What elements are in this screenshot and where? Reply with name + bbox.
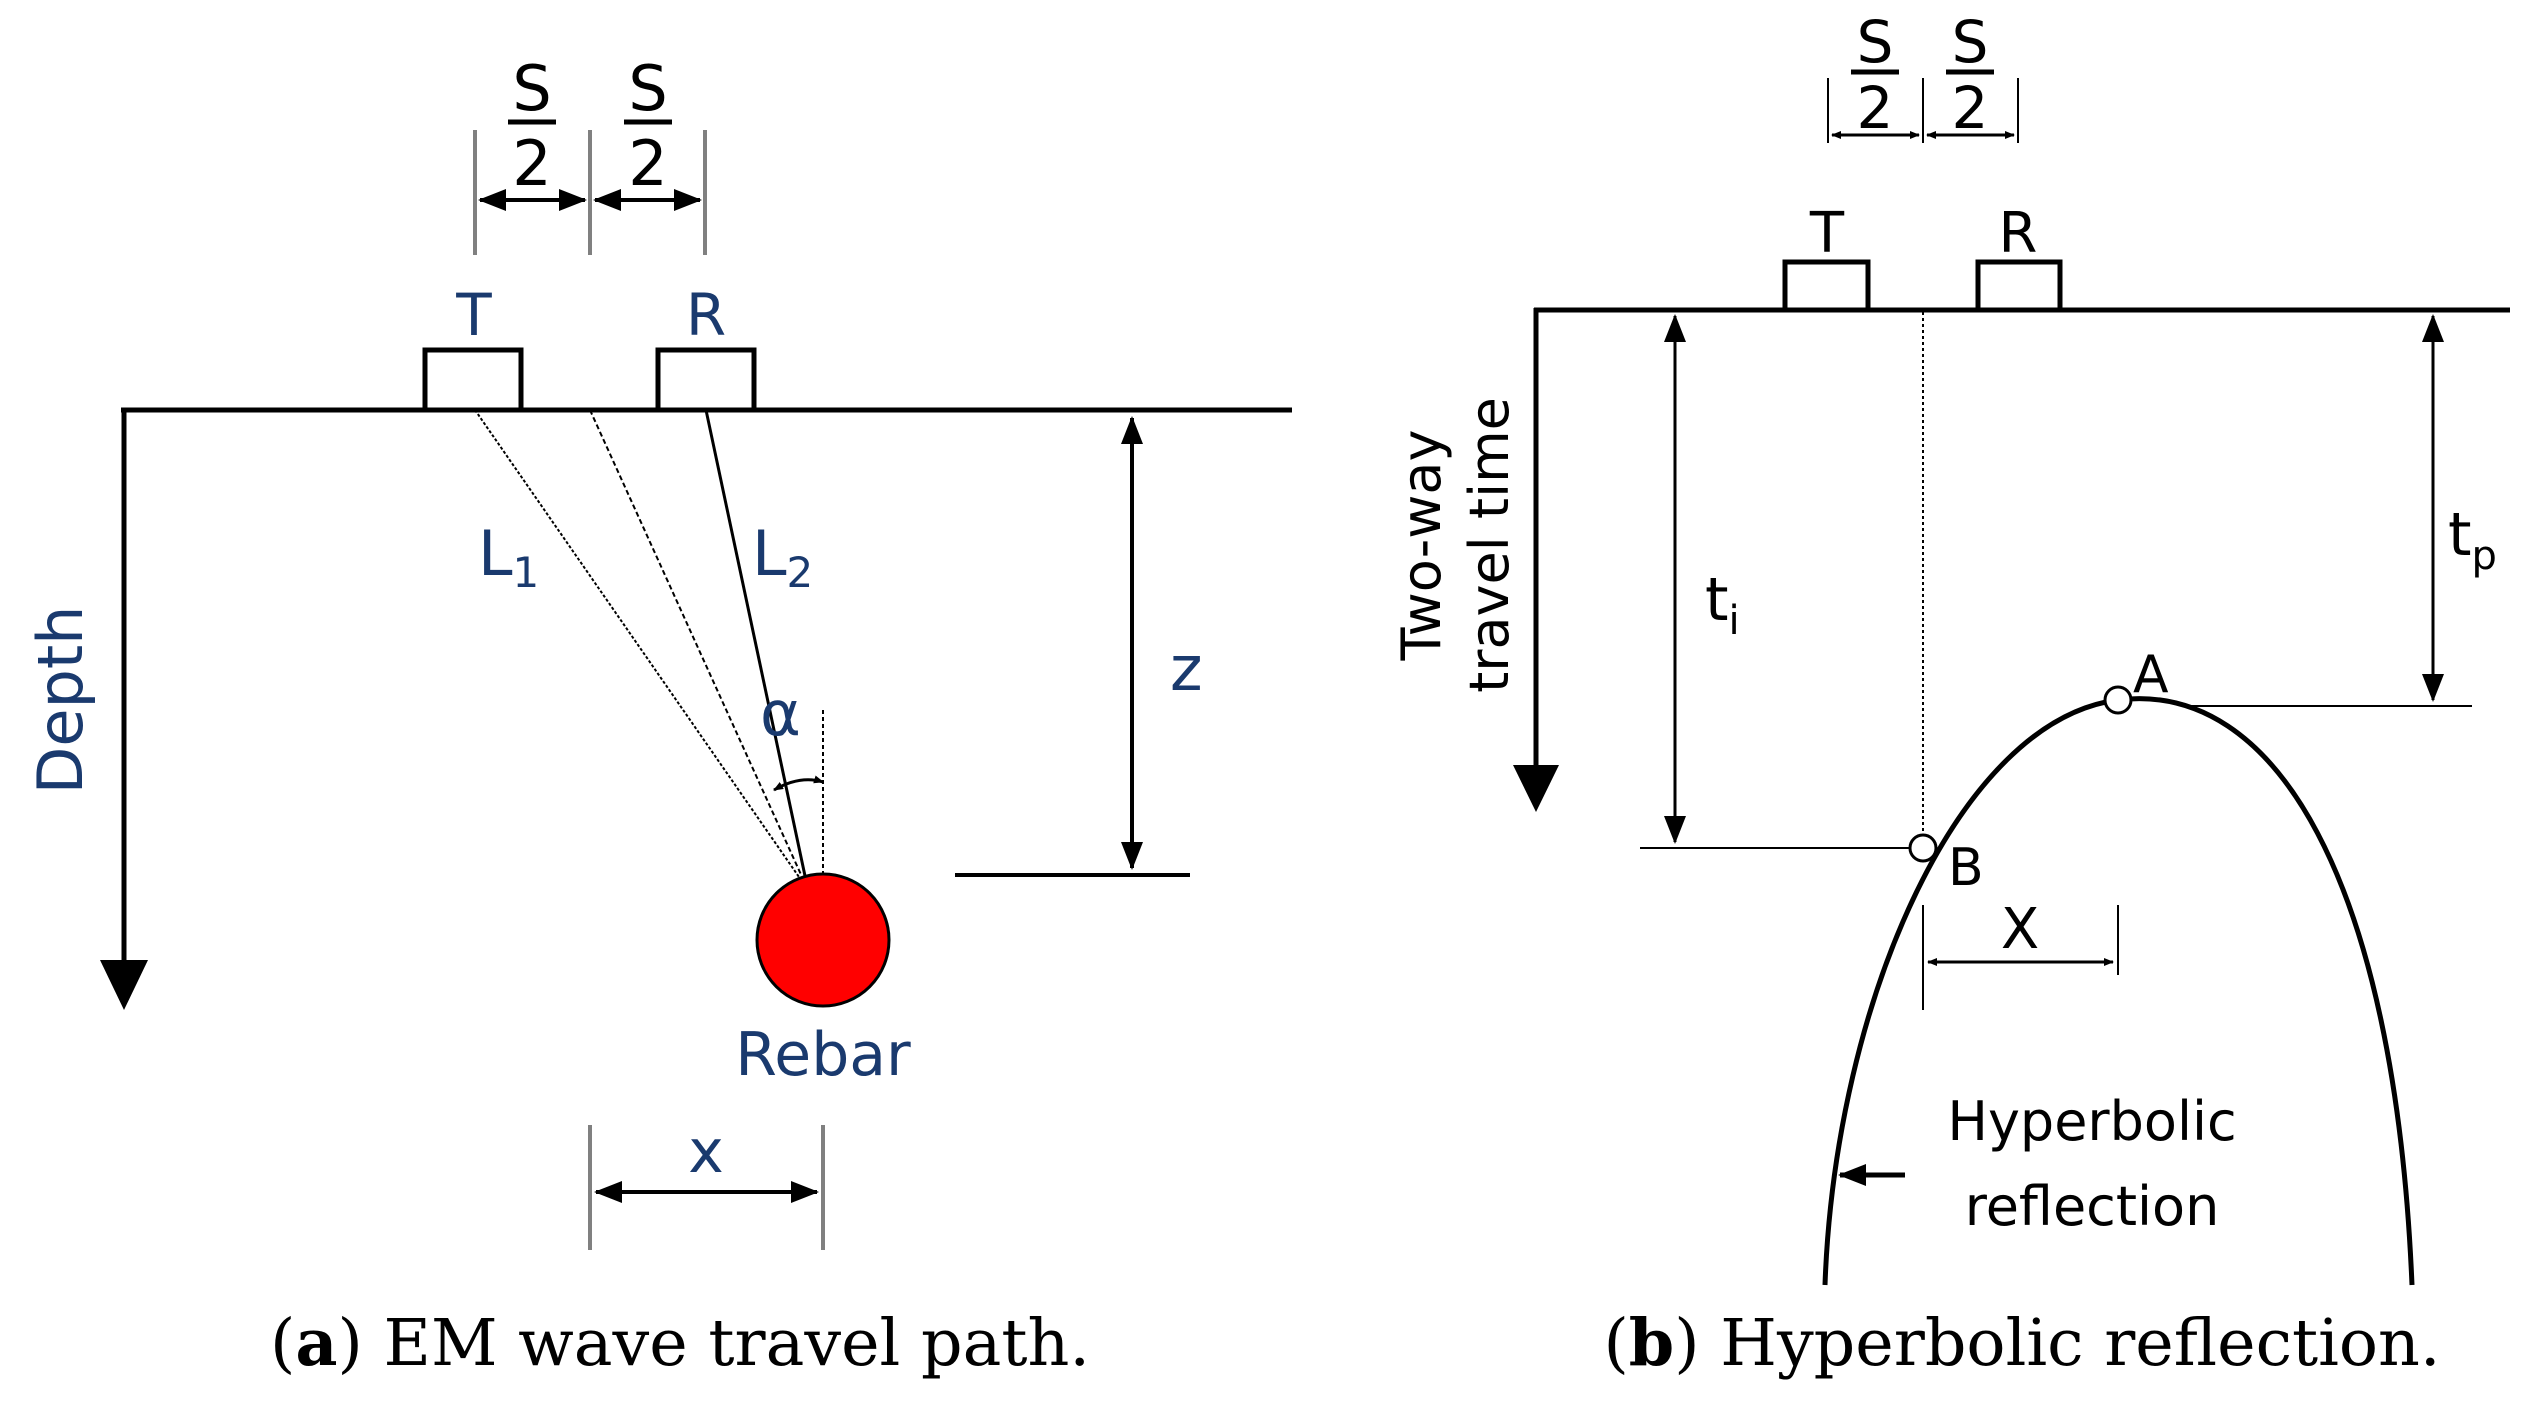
s-half-numerator-right: S [628, 52, 667, 125]
ray-path-center [589, 409, 809, 891]
point-a-label: A [2133, 645, 2169, 705]
ti-subscript: i [1729, 598, 1740, 644]
b-transmitter-antenna [1782, 259, 1871, 313]
time-axis-label-line2: travel time [1458, 397, 1521, 693]
b-receiver-label: R [1999, 201, 2038, 266]
point-a-marker [2103, 685, 2133, 715]
s-half-denominator-left: 2 [512, 127, 551, 200]
transmitter-antenna [422, 347, 524, 413]
time-axis-arrowhead [1513, 765, 1559, 812]
caption-b: (b) Hyperbolic reflection. [1603, 1305, 2440, 1381]
path-length-l1: L1 [478, 517, 539, 597]
path-length-l1-subscript: 1 [513, 548, 540, 597]
depth-z-label: z [1170, 632, 1203, 705]
path-length-l2: L2 [752, 517, 813, 597]
b-transmitter-label: T [1809, 201, 1845, 266]
tp-subscript: p [2472, 533, 2497, 579]
b-s-half-denominator-right: 2 [1952, 74, 1989, 142]
curve-label-line2: reflection [1965, 1175, 2220, 1238]
b-s-half-denominator-left: 2 [1857, 74, 1894, 142]
b-s-half-numerator-left: S [1857, 8, 1894, 76]
ti-label: ti [1705, 565, 1740, 644]
receiver-antenna [655, 347, 757, 413]
point-b-label: B [1948, 838, 1984, 898]
offset-x-label-b: X [2001, 897, 2039, 962]
panel-b: S 2 S 2 T R Two-way travel time ti tp [1390, 8, 2510, 1381]
rebar-label: Rebar [735, 1020, 911, 1090]
b-receiver-antenna [1975, 259, 2063, 313]
s-half-numerator-left: S [512, 52, 551, 125]
offset-x-label: x [688, 1117, 724, 1187]
angle-arc [773, 775, 824, 792]
rebar-circle [755, 872, 891, 1008]
transmitter-label: T [455, 281, 492, 349]
ray-path-l1 [474, 409, 809, 891]
receiver-label: R [686, 281, 726, 349]
point-b-marker [1908, 833, 1938, 863]
path-length-l2-subscript: 2 [787, 548, 814, 597]
incidence-angle-alpha: α [760, 677, 801, 750]
ray-path-l2 [704, 409, 810, 891]
s-half-denominator-right: 2 [628, 127, 667, 200]
curve-label-line1: Hyperbolic [1947, 1090, 2236, 1153]
depth-axis-arrowhead [100, 960, 148, 1010]
caption-a: (a) EM wave travel path. [270, 1305, 1090, 1381]
panel-a: S 2 S 2 T R Depth L1 L2 α z [24, 52, 1292, 1381]
depth-axis-label: Depth [24, 606, 97, 795]
b-s-half-numerator-right: S [1952, 8, 1989, 76]
time-axis-label-line1: Two-way [1390, 430, 1453, 662]
tp-label: tp [2448, 500, 2497, 579]
